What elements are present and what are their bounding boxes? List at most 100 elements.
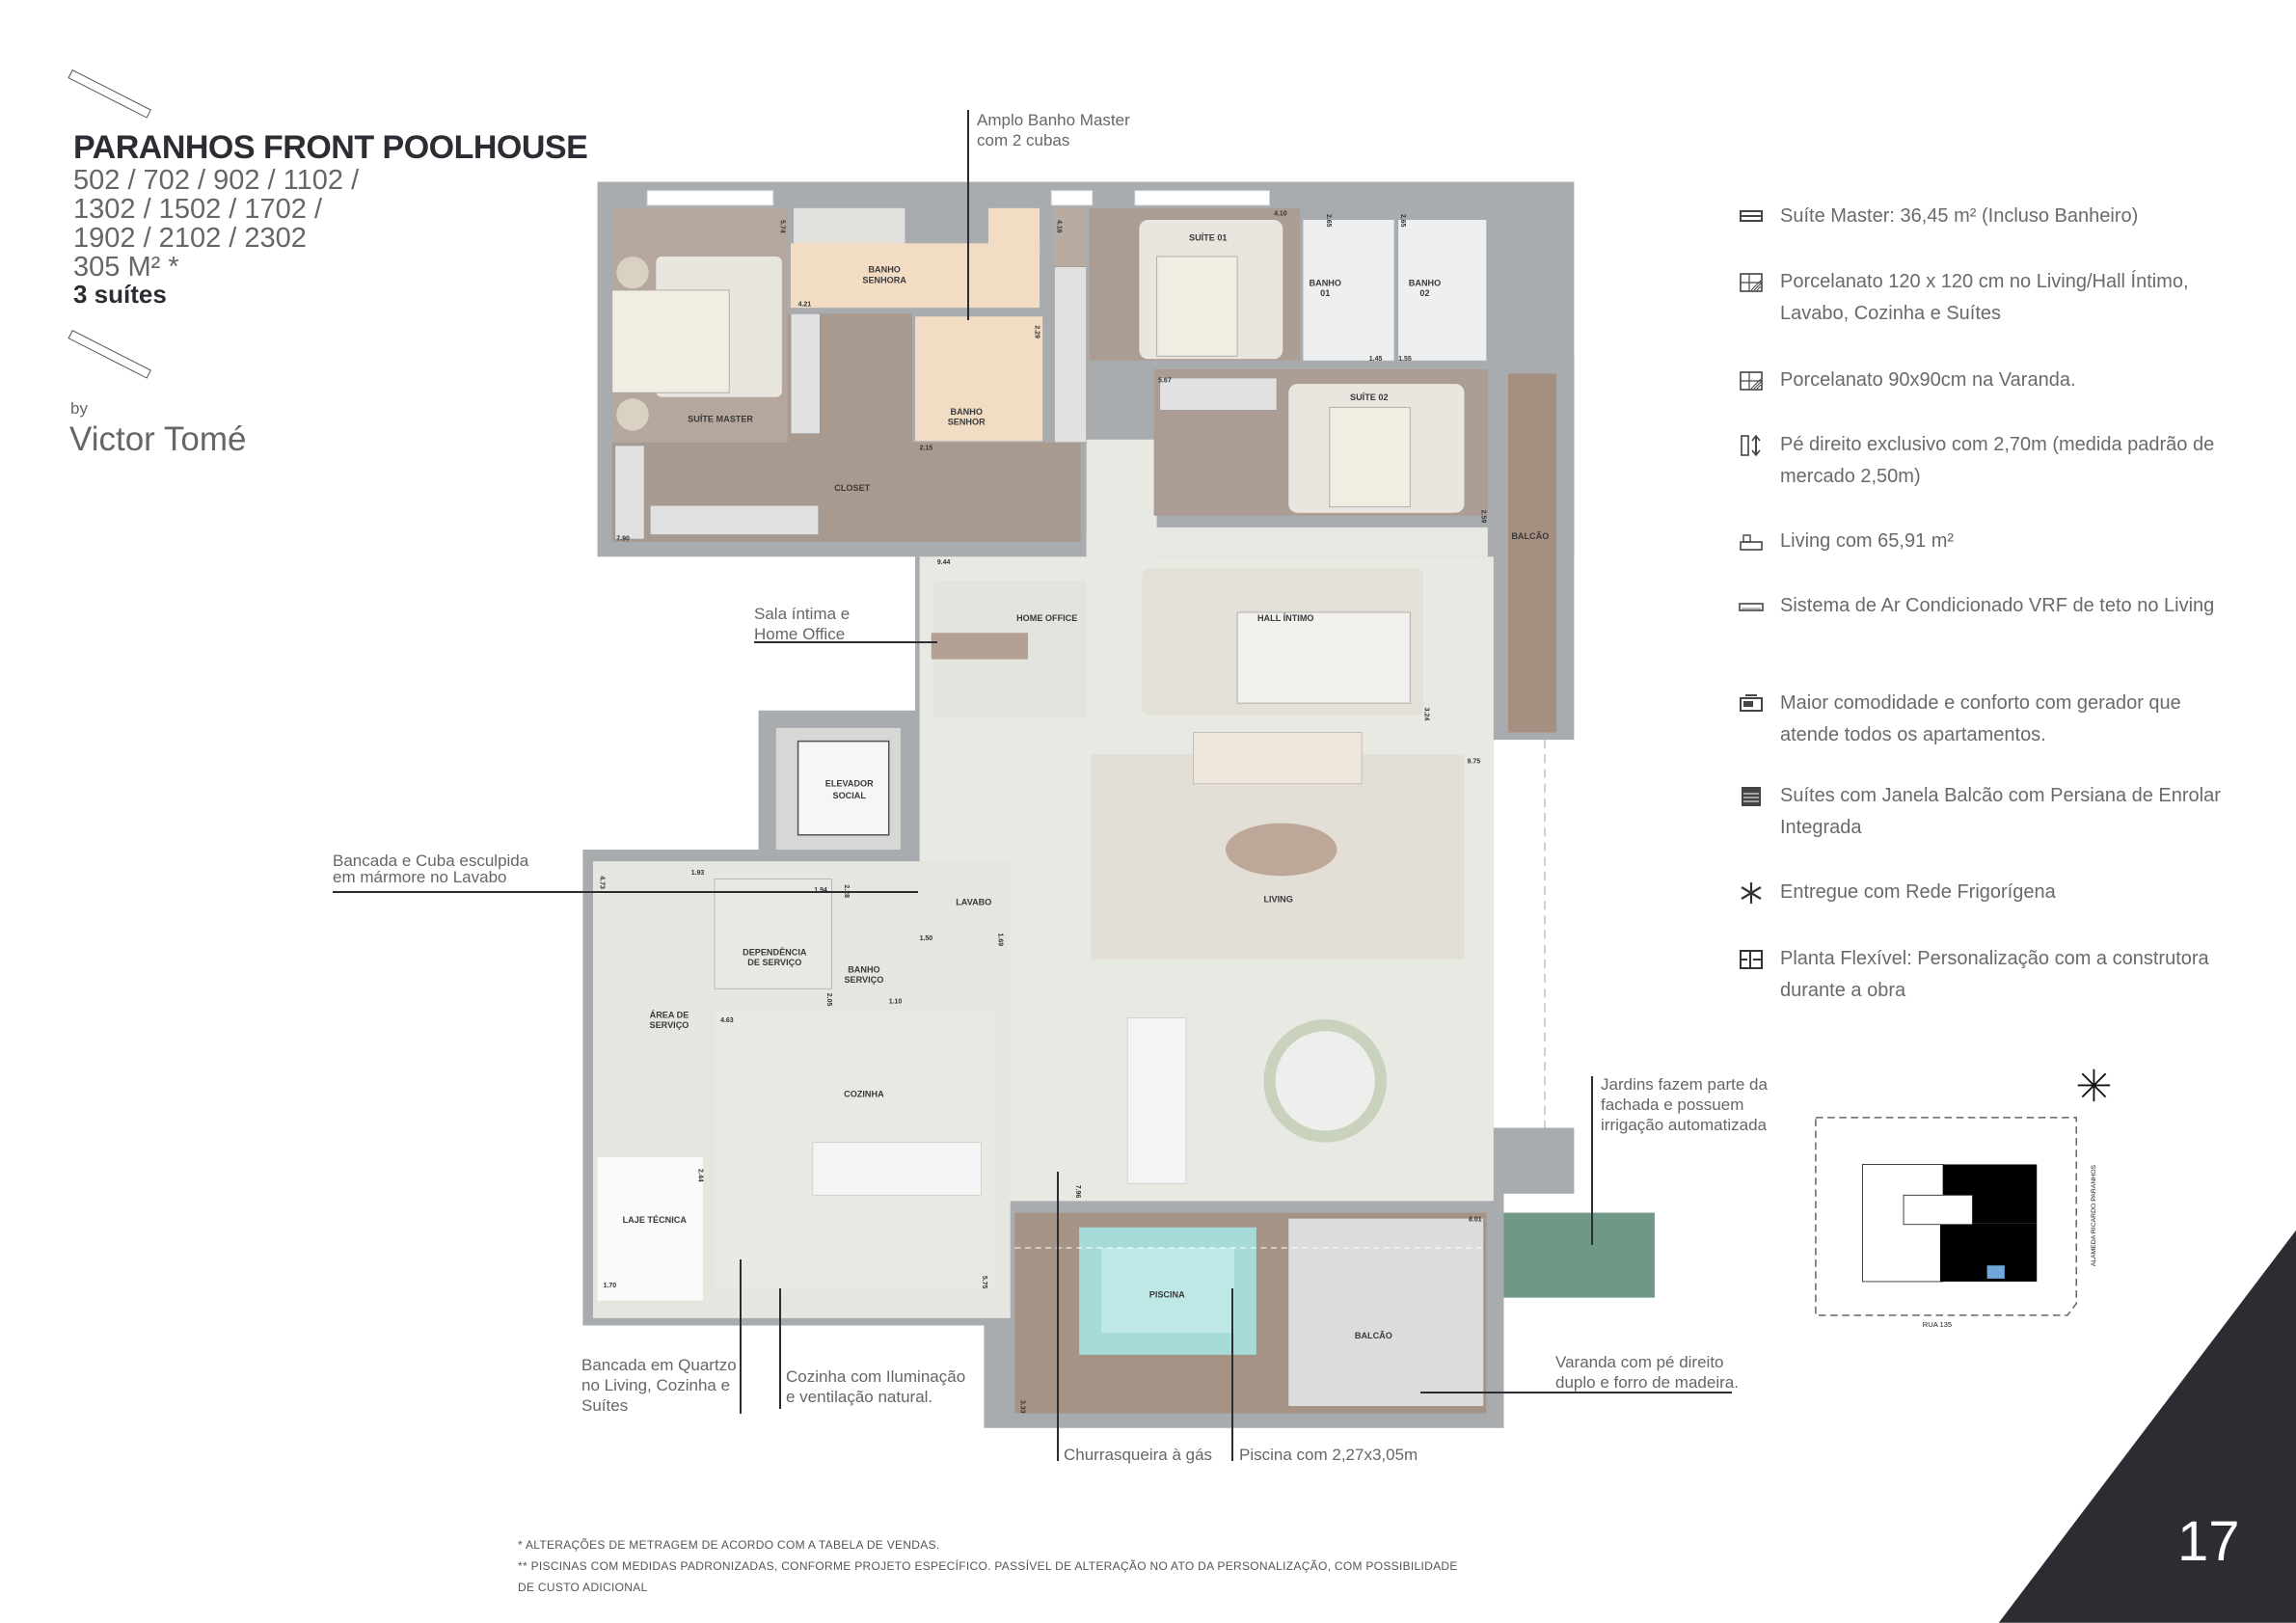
measurement-label: 2.65 xyxy=(1325,214,1332,228)
measurement-label: 5.75 xyxy=(981,1276,987,1289)
measurement-label: 1.45 xyxy=(1369,356,1383,363)
feature-text: Porcelanato 120 x 120 cm no Living/Hall … xyxy=(1780,271,2189,324)
room-label: PISCINA xyxy=(1149,1290,1185,1300)
unit-line: 1902 / 2102 / 2302 xyxy=(73,223,307,254)
room-label: CLOSET xyxy=(834,483,870,493)
balcao-lateral-floor xyxy=(1508,373,1557,733)
room-label: LAVABO xyxy=(956,898,991,907)
feature-item: Porcelanato 120 x 120 cm no Living/Hall … xyxy=(1738,271,2239,330)
callout-line xyxy=(1231,1288,1233,1461)
measurement-label: 2.15 xyxy=(920,445,933,451)
generator-icon xyxy=(1738,692,1765,716)
measurement-label: 7.90 xyxy=(616,536,630,543)
callout-line xyxy=(779,1288,781,1409)
room-label: ÁREA DE xyxy=(650,1011,689,1020)
room-label: BANHO xyxy=(1409,278,1441,287)
footnote: * ALTERAÇÕES DE METRAGEM DE ACORDO COM A… xyxy=(518,1538,940,1552)
ceiling-height-icon xyxy=(1738,434,1765,457)
measurement-label: 1.93 xyxy=(691,870,705,877)
room-label: LAJE TÉCNICA xyxy=(623,1215,688,1225)
page-title: PARANHOS FRONT POOLHOUSE xyxy=(73,129,588,166)
feature-text: Porcelanato 90x90cm na Varanda. xyxy=(1780,369,2076,391)
callout-line xyxy=(754,641,937,643)
room-label: BALCÃO xyxy=(1355,1331,1392,1340)
unit-list: 502 / 702 / 902 / 1102 / 1302 / 1502 / 1… xyxy=(73,166,359,282)
measurement-label: 4.16 xyxy=(1055,220,1062,233)
banho-02-floor xyxy=(1398,220,1487,361)
footnote: DE CUSTO ADICIONAL xyxy=(518,1581,648,1594)
callout-line xyxy=(1057,1172,1059,1461)
garden xyxy=(1503,1212,1655,1298)
feature-text: Entregue com Rede Frigorígena xyxy=(1780,881,2056,903)
snowflake-icon xyxy=(1738,881,1765,905)
site-plan: RUA 135 ALAMEDA RICARDO PARANHOS xyxy=(1815,1068,2111,1329)
banho-senhor-floor xyxy=(915,316,1043,442)
measurement-label: 5.74 xyxy=(778,220,785,233)
feature-text: Planta Flexível: Personalização com a co… xyxy=(1780,948,2209,1001)
room-label: BANHO xyxy=(848,965,879,975)
feature-text: Suítes com Janela Balcão com Persiana de… xyxy=(1780,785,2221,838)
page-corner-triangle xyxy=(1998,1230,2296,1623)
measurement-label: 2.05 xyxy=(825,993,832,1007)
elevator xyxy=(797,740,890,836)
measurement-label: 7.96 xyxy=(1074,1185,1081,1199)
callout-line xyxy=(740,1259,742,1414)
feature-item: Maior comodidade e conforto com gerador … xyxy=(1738,692,2239,751)
measurement-label: 8.01 xyxy=(1469,1217,1482,1224)
callout-piscina: Piscina com 2,27x3,05m xyxy=(1239,1446,1418,1464)
measurement-label: 4.63 xyxy=(720,1017,734,1024)
measurement-label: 1.69 xyxy=(997,933,1004,947)
room-label: HALL ÍNTIMO xyxy=(1257,613,1314,623)
suites-count: 3 suítes xyxy=(73,280,167,309)
measurement-label: 3.24 xyxy=(1422,708,1429,721)
callout-line xyxy=(333,891,918,893)
room-labels: SUÍTE MASTER BANHO SENHORA BANHO SENHOR … xyxy=(623,232,1550,1340)
room-label: SERVIÇO xyxy=(650,1020,689,1030)
room-label: LIVING xyxy=(1263,895,1292,905)
feature-item: Sistema de Ar Condicionado VRF de teto n… xyxy=(1738,595,2239,622)
measurement-label: 2.65 xyxy=(1399,214,1406,228)
feature-item: Planta Flexível: Personalização com a co… xyxy=(1738,948,2239,1007)
callout-churrasqueira: Churrasqueira à gás xyxy=(1064,1446,1213,1464)
measurement-label: 5.67 xyxy=(1158,378,1172,385)
balcao-varanda-floor xyxy=(1288,1218,1484,1407)
room-label: HOME OFFICE xyxy=(1016,613,1077,623)
room-label: BANHO xyxy=(951,407,983,417)
feature-text: Living com 65,91 m² xyxy=(1780,530,1955,552)
feature-item: Living com 65,91 m² xyxy=(1738,530,2239,557)
room-label: DE SERVIÇO xyxy=(747,958,801,967)
measurement-label: 4.10 xyxy=(1274,210,1287,217)
measurement-label: 9.75 xyxy=(1468,758,1481,765)
floor-plan-icon xyxy=(1738,948,1765,971)
bed xyxy=(611,289,730,393)
room-label: BANHO xyxy=(868,265,900,275)
laje-tecnica xyxy=(597,1156,703,1301)
author-name: Victor Tomé xyxy=(69,420,247,458)
compass-icon xyxy=(2077,1068,2111,1102)
room-label: BALCÃO xyxy=(1511,531,1549,541)
measurement-label: 1.70 xyxy=(604,1283,617,1289)
callout-line xyxy=(1420,1392,1732,1393)
feature-item: Entregue com Rede Frigorígena xyxy=(1738,881,2239,908)
measurement-label: 1.94 xyxy=(814,887,827,894)
measurement-label: 1.55 xyxy=(1398,356,1412,363)
measurement-label: 2.44 xyxy=(696,1169,703,1182)
banho-senhora-floor xyxy=(790,243,1040,309)
room-label: 02 xyxy=(1419,288,1429,298)
unit-line: 1302 / 1502 / 1702 / xyxy=(73,194,322,225)
room-label: SOCIAL xyxy=(833,791,867,800)
area-line: 305 M² * xyxy=(73,252,179,283)
living-room-icon xyxy=(1738,530,1765,554)
rooms xyxy=(592,207,1655,1414)
measurement-label: 9.44 xyxy=(937,559,951,566)
room-label: ELEVADOR xyxy=(825,779,874,789)
window-blind-icon xyxy=(1738,785,1765,808)
feature-text: Sistema de Ar Condicionado VRF de teto n… xyxy=(1780,595,2215,616)
footnote: ** PISCINAS COM MEDIDAS PADRONIZADAS, CO… xyxy=(518,1559,1458,1573)
unit-line: 502 / 702 / 902 / 1102 / xyxy=(73,165,360,196)
